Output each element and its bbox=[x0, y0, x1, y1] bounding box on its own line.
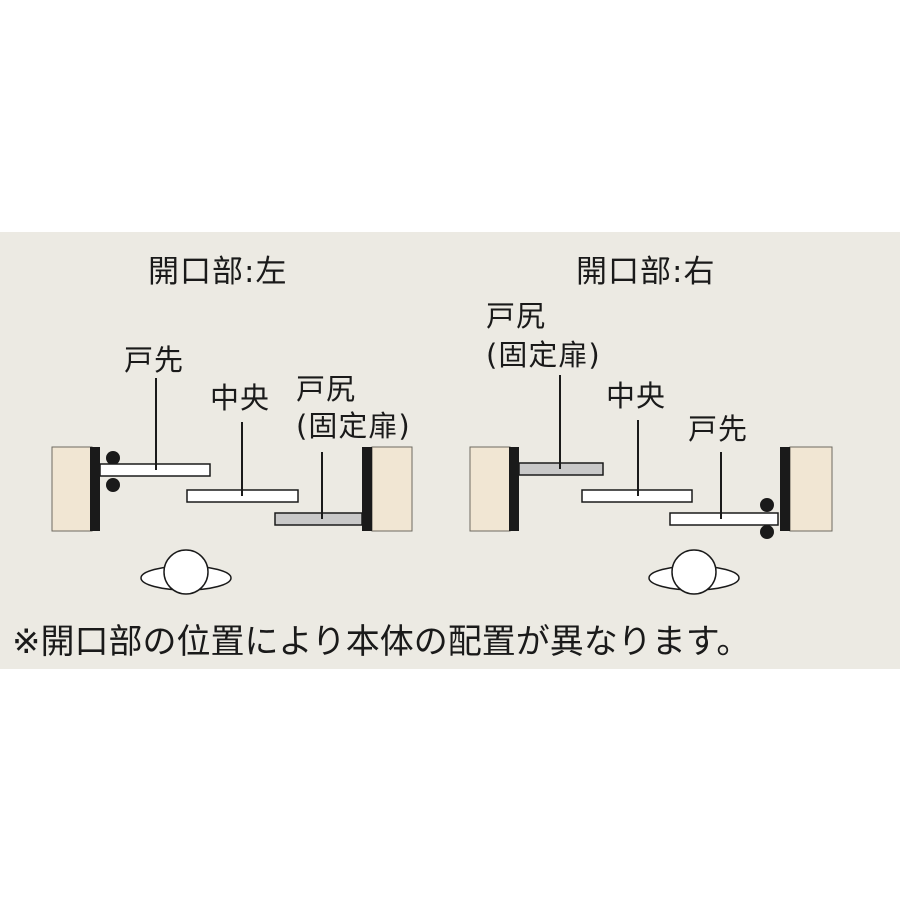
right-label-door-tip: 戸先 bbox=[688, 412, 749, 446]
right-label-center: 中央 bbox=[606, 379, 667, 413]
left-fixed-door-panel bbox=[274, 512, 363, 526]
left-frame-left bbox=[90, 447, 100, 531]
left-label-door-end: 戸尻 bbox=[296, 372, 357, 406]
left-roller-top bbox=[106, 451, 120, 465]
left-label-fixed-door: (固定扉) bbox=[296, 409, 411, 443]
right-label-fixed-door: (固定扉) bbox=[486, 338, 601, 372]
right-person-icon bbox=[648, 549, 740, 595]
diagram-panel bbox=[0, 232, 900, 669]
left-roller-bottom bbox=[106, 478, 120, 492]
left-wall-left bbox=[51, 446, 93, 532]
right-door-tip-panel bbox=[669, 512, 779, 526]
right-roller-bottom bbox=[760, 525, 774, 539]
left-label-center: 中央 bbox=[210, 381, 271, 415]
footnote: ※開口部の位置により本体の配置が異なります。 bbox=[12, 622, 751, 662]
right-diagram bbox=[469, 375, 833, 595]
right-label-door-end: 戸尻 bbox=[486, 299, 547, 333]
left-diagram bbox=[51, 378, 413, 595]
left-label-door-tip: 戸先 bbox=[124, 343, 185, 377]
left-frame-right bbox=[362, 447, 372, 531]
right-wall-right bbox=[789, 446, 833, 532]
left-wall-right bbox=[371, 446, 413, 532]
right-diagram-title: 開口部:右 bbox=[576, 254, 716, 290]
right-frame-right bbox=[780, 447, 790, 531]
left-diagram-title: 開口部:左 bbox=[148, 254, 288, 290]
right-roller-top bbox=[760, 498, 774, 512]
right-wall-left bbox=[469, 446, 511, 532]
right-frame-left bbox=[509, 447, 519, 531]
left-person-icon bbox=[140, 549, 232, 595]
